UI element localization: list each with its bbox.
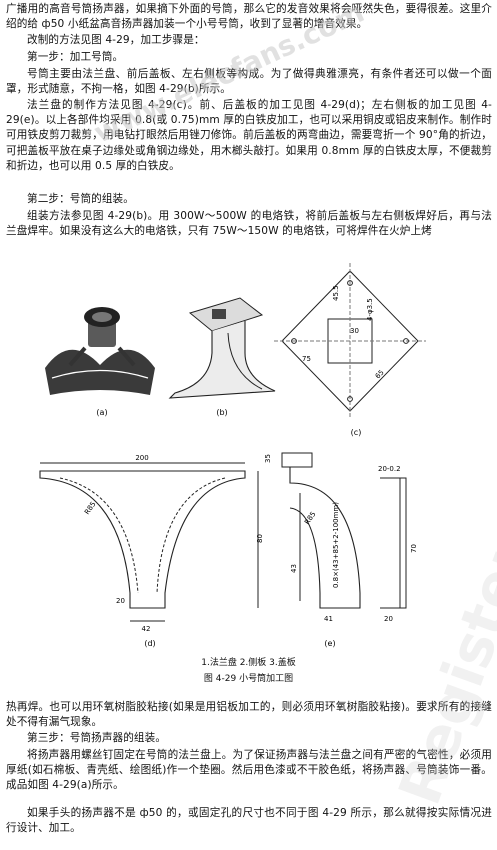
dim-d-80: 80 bbox=[256, 534, 264, 543]
dim-d-20: 20 bbox=[116, 597, 125, 605]
flange-plate-drawing: 45.5 30 75 65 4-φ3.5 (c) bbox=[274, 263, 426, 437]
dim-d-42: 42 bbox=[142, 625, 151, 633]
paragraph-fabrication: 法兰盘的制作方法见图 4-29(c)。前、后盖板的加工见图 4-29(d)；左右… bbox=[6, 99, 492, 172]
paragraph-welding: 热再焊。也可以用环氧树脂胶粘接(如果是用铝板加工的，则必须用环氧树脂胶粘接)。要… bbox=[6, 701, 492, 729]
paragraph-method: 改制的方法见图 4-29，加工步骤是： bbox=[27, 34, 205, 46]
dim-e-top: 35 bbox=[264, 454, 272, 463]
fig-e-label: (e) bbox=[324, 639, 335, 648]
paragraph-assembly: 组装方法参见图 4-29(b)。用 300W～500W 的电烙铁，将前后盖板与左… bbox=[6, 210, 492, 238]
figure-4-29: (a) (b) 45.5 30 bbox=[0, 253, 497, 703]
paragraph-horn-parts: 号筒主要由法兰盘、前后盖板、左右侧板等构成。为了做得典雅漂亮，有条件者还可以做一… bbox=[6, 68, 492, 96]
dim-c-30: 30 bbox=[350, 327, 359, 335]
fig-b-label: (b) bbox=[216, 408, 227, 417]
fig-a-label: (a) bbox=[96, 408, 107, 417]
dim-d-200: 200 bbox=[135, 454, 148, 462]
dim-c-65: 65 bbox=[374, 368, 386, 380]
dim-e-20: 20 bbox=[384, 615, 393, 623]
dim-e-41: 41 bbox=[324, 615, 333, 623]
step-three-heading: 第三步：号筒扬声器的组装。 bbox=[27, 732, 167, 744]
side-plate-drawing: 35 R85 43 41 0.8×(43+85+2-100mm) (e) 20-… bbox=[264, 452, 418, 648]
dim-e-formula: 0.8×(43+85+2-100mm) bbox=[332, 502, 340, 588]
dim-e-43: 43 bbox=[290, 564, 298, 573]
dim-c-75: 75 bbox=[302, 355, 311, 363]
paragraph-speaker-mount: 将扬声器用螺丝钉固定在号筒的法兰盘上。为了保证扬声器与法兰盘之间有严密的气密性，… bbox=[6, 749, 492, 792]
step-one-heading: 第一步：加工号筒。 bbox=[27, 51, 124, 63]
dim-e-20-0-2: 20-0.2 bbox=[378, 465, 401, 473]
figure-caption: 图 4-29 小号筒加工图 bbox=[203, 674, 294, 684]
fig-c-label: (c) bbox=[351, 428, 362, 437]
horn-body-illustration: (b) bbox=[168, 297, 276, 417]
dim-e-r85: R85 bbox=[303, 510, 317, 526]
paragraph-custom-size: 如果手头的扬声器不是 ф50 的，或固定孔的尺寸也不同于图 4-29 所示，那么… bbox=[6, 807, 492, 835]
finished-horn-illustration: (a) bbox=[45, 307, 155, 417]
dim-c-45-5: 45.5 bbox=[332, 285, 340, 301]
dim-d-r85: R85 bbox=[83, 500, 97, 516]
dim-c-holes: 4-φ3.5 bbox=[366, 298, 374, 321]
cover-plate-drawing: 200 R85 80 42 20 (d) bbox=[39, 454, 264, 648]
figure-legend: 1.法兰盘 2.侧板 3.盖板 bbox=[201, 658, 296, 668]
figure-drawing: (a) (b) 45.5 30 bbox=[39, 263, 426, 648]
paragraph-intro: 广播用的高音号筒扬声器，如果摘下外面的号筒，那么它的发音效果将会哑然失色，要得很… bbox=[6, 3, 492, 31]
dim-e-70: 70 bbox=[410, 544, 418, 553]
step-two-heading: 第二步：号筒的组装。 bbox=[27, 193, 134, 205]
fig-d-label: (d) bbox=[144, 639, 155, 648]
